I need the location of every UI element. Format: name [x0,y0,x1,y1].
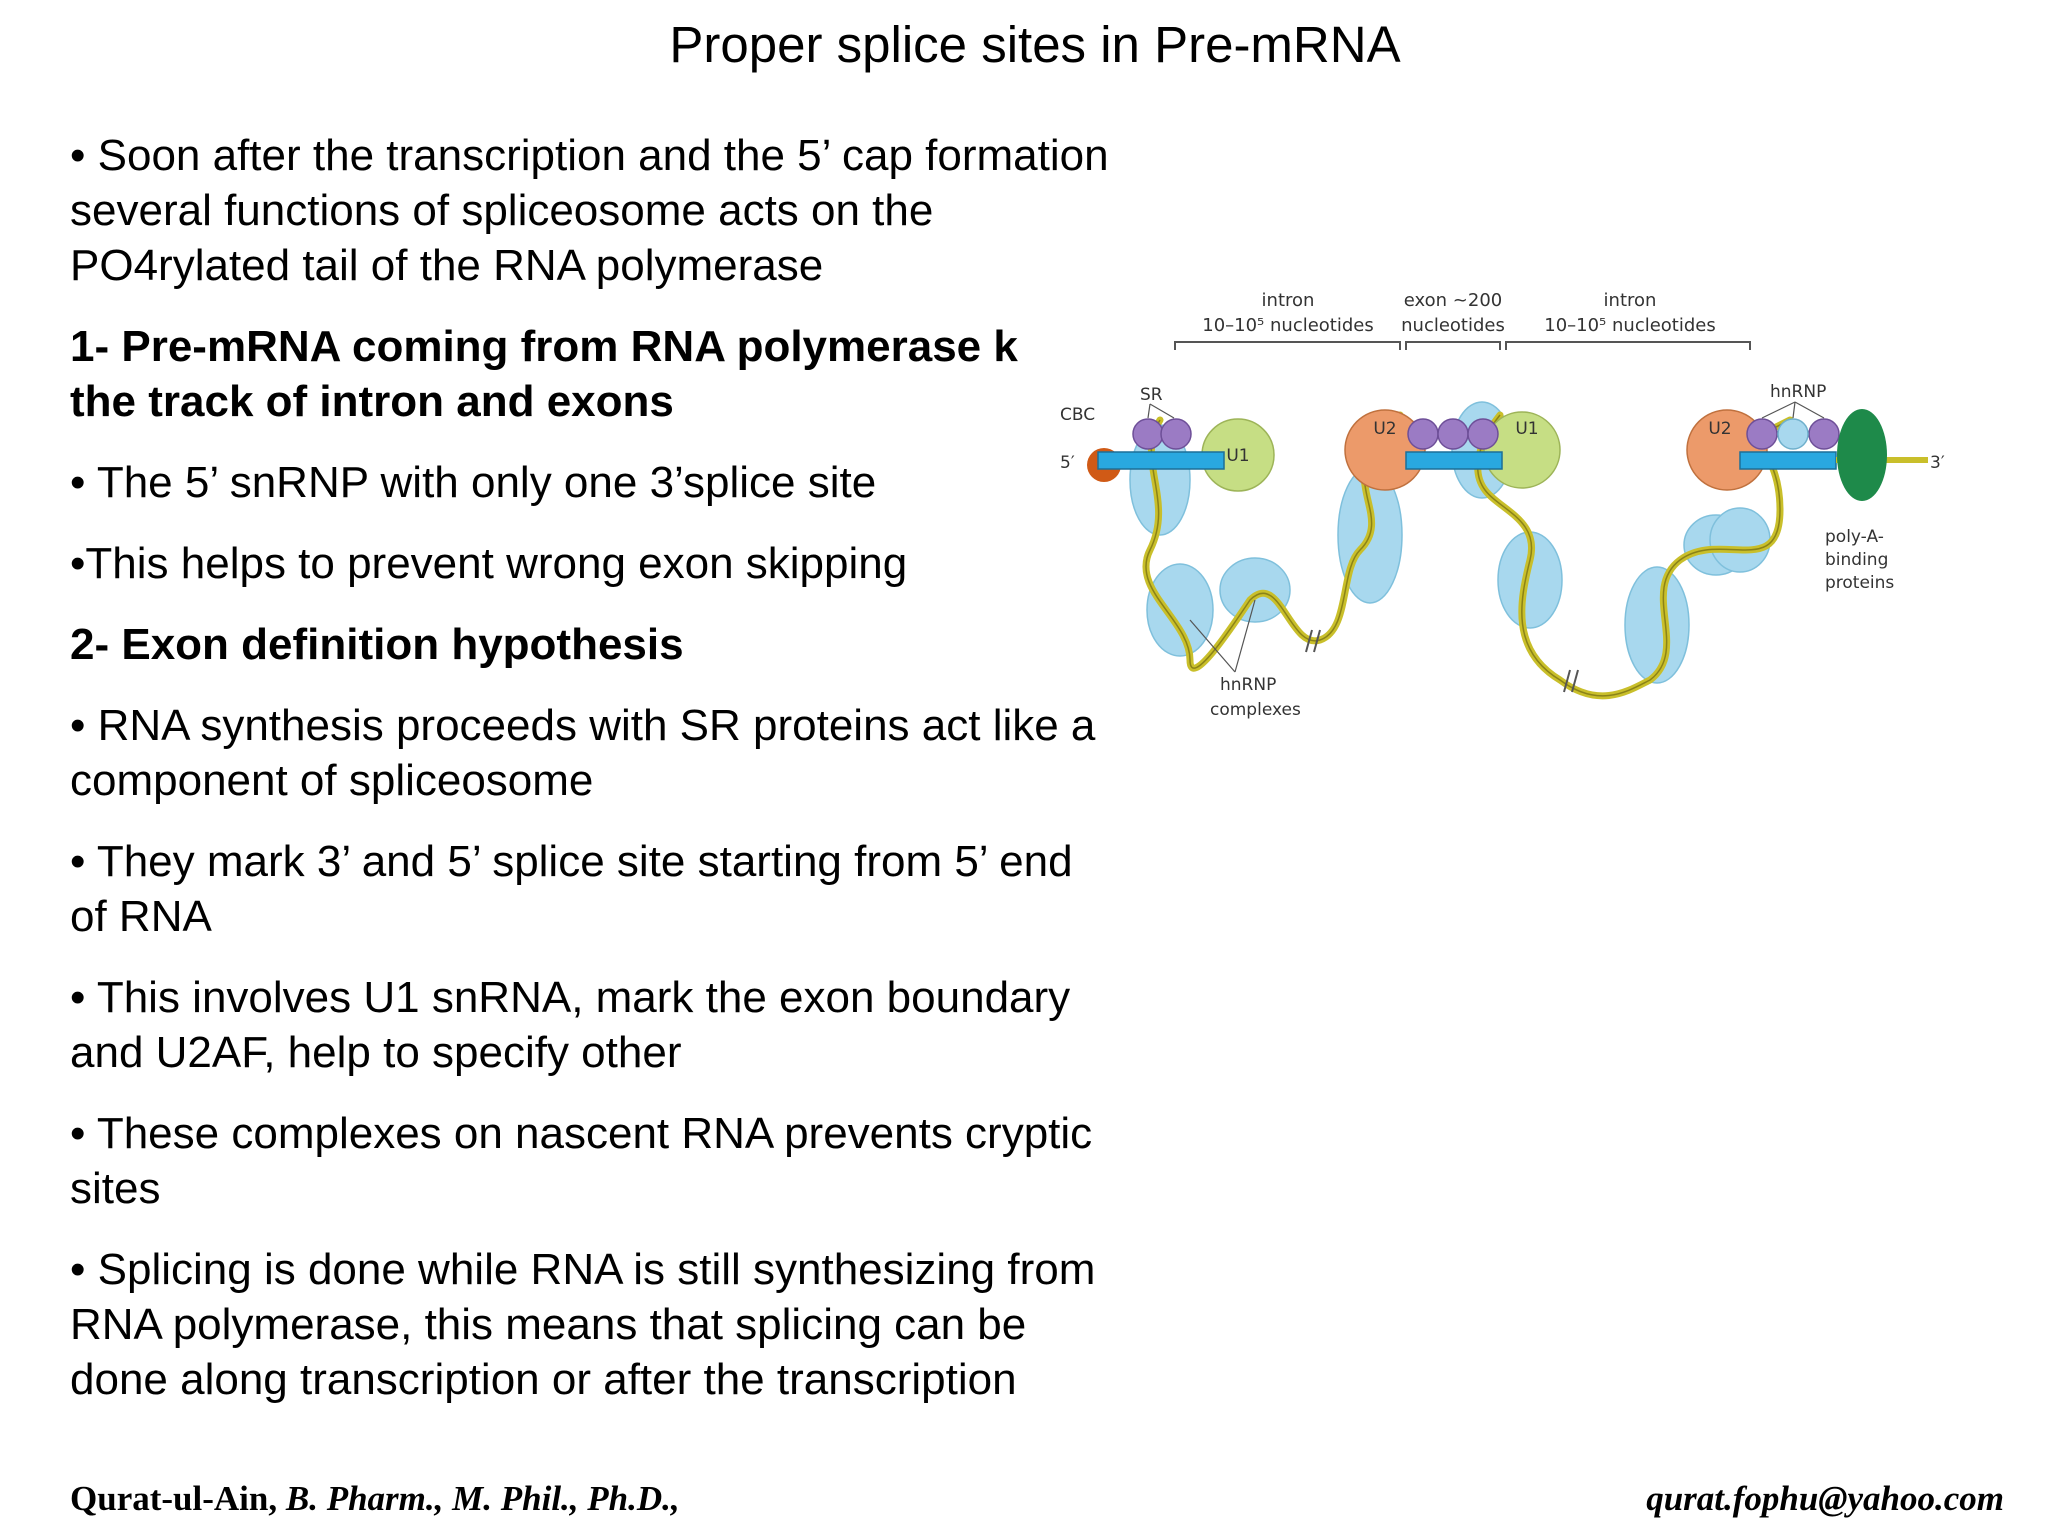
exon [1097,451,1225,470]
poly-a-binding-label: binding [1825,550,1888,570]
spliceosome-exon-definition-diagram: intron 10–10⁵ nucleotides exon ~200 nucl… [1060,290,1945,720]
poly-a-binding-label: poly-A- [1825,527,1884,547]
sr-protein [1437,418,1469,450]
sr-protein [1467,418,1499,450]
text-line: several functions of spliceosome acts on… [70,186,934,235]
exon [1405,451,1503,470]
author-credentials: B. Pharm., M. Phil., Ph.D., [277,1479,680,1518]
text-line: RNA polymerase, this means that splicing… [70,1300,1027,1349]
text-line: • This involves U1 snRNA, mark the exon … [70,973,1071,1022]
text-line: • The 5’ snRNP with only one 3’splice si… [70,458,877,507]
text-line: PO4rylated tail of the RNA polymerase [70,241,824,290]
cbc-label: CBC [1060,405,1095,425]
hnrnp-complexes-label: hnRNP [1220,675,1276,695]
exon-length-label: nucleotides [1401,315,1505,336]
bullet-paragraph: •This helps to prevent wrong exon skippi… [70,536,1190,591]
poly-a-binding-protein [1837,409,1887,501]
text-line: of RNA [70,892,212,941]
bullet-paragraph: • They mark 3’ and 5’ splice site starti… [70,834,1190,944]
exons [1097,451,1837,470]
length-brackets [1174,341,1751,350]
text-line: • Splicing is done while RNA is still sy… [70,1245,1096,1294]
bullet-paragraph: • These complexes on nascent RNA prevent… [70,1106,1190,1216]
intron-length-label: 10–10⁵ nucleotides [1202,315,1373,336]
sr-label: SR [1140,385,1163,405]
break-marks [1305,629,1579,693]
poly-a-binding-label: proteins [1825,573,1894,593]
text-line: • These complexes on nascent RNA prevent… [70,1109,1093,1158]
exon [1739,451,1837,470]
u2-label: U2 [1373,419,1396,439]
text-line: done along transcription or after the tr… [70,1355,1017,1404]
heading-paragraph: 1- Pre-mRNA coming from RNA polymerase k… [70,319,1190,429]
hnrnp-blob [1624,566,1690,684]
u2-label: U2 [1708,419,1731,439]
five-prime-label: 5′ [1060,453,1075,473]
bullet-paragraph: • Splicing is done while RNA is still sy… [70,1242,1190,1407]
hnrnp-label: hnRNP [1770,382,1826,402]
hnrnp-blob [1709,507,1771,573]
u2-snrnp [1344,409,1426,491]
bullet-list: • Soon after the transcription and the 5… [70,128,1190,1407]
text-line: and U2AF, help to specify other [70,1028,682,1077]
bullet-paragraph: • This involves U1 snRNA, mark the exon … [70,970,1190,1080]
intron-label: intron [1604,290,1657,311]
sr-protein [1746,418,1778,450]
sr-protein [1160,418,1192,450]
hnrnp-complexes-label: complexes [1210,700,1301,720]
bullet-paragraph: • RNA synthesis proceeds with SR protein… [70,698,1190,808]
text-line: •This helps to prevent wrong exon skippi… [70,539,908,588]
footer-email: qurat.fophu@yahoo.com [1646,1479,2004,1518]
slide-title: Proper splice sites in Pre-mRNA [669,16,1401,73]
hnrnp-blob [1219,557,1291,623]
intron-length-label: 10–10⁵ nucleotides [1544,315,1715,336]
exon-label: exon ~200 [1404,290,1502,311]
text-line: sites [70,1164,161,1213]
hnrnp-protein [1777,418,1809,450]
text-line: 2- Exon definition hypothesis [70,620,684,669]
text-line: • Soon after the transcription and the 5… [70,131,1109,180]
sr-protein [1407,418,1439,450]
sr-protein [1132,418,1164,450]
bullet-paragraph: • The 5’ snRNP with only one 3’splice si… [70,455,1190,510]
sr-protein [1808,418,1840,450]
sr-proteins [1132,418,1840,450]
three-prime-label: 3′ [1930,453,1945,473]
text-line: the track of intron and exons [70,377,674,426]
text-line: • RNA synthesis proceeds with SR protein… [70,701,1096,750]
text-line: 1- Pre-mRNA coming from RNA polymerase k [70,322,1018,371]
heading-paragraph: 2- Exon definition hypothesis [70,617,1190,672]
bullet-paragraph: • Soon after the transcription and the 5… [70,128,1190,293]
u1-snrnp [1483,411,1561,489]
u1-label: U1 [1515,419,1538,439]
text-line: component of spliceosome [70,756,594,805]
text-line: • They mark 3’ and 5’ splice site starti… [70,837,1073,886]
author-name: Qurat-ul-Ain, [70,1479,278,1518]
footer-author: Qurat-ul-Ain, B. Pharm., M. Phil., Ph.D.… [70,1478,680,1520]
hnrnp-blob [1146,563,1214,657]
u1-label: U1 [1226,446,1249,466]
intron-label: intron [1262,290,1315,311]
